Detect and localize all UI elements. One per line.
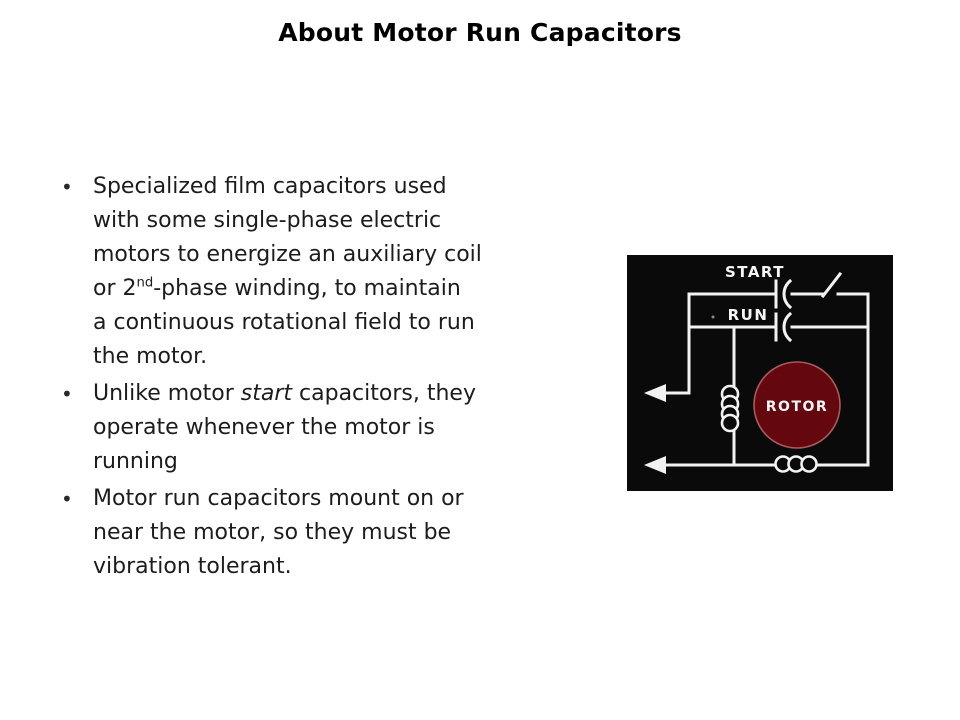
bullet-text-2: Unlike motor start capacitors, they oper… — [93, 377, 476, 479]
bullet-item: • Motor run capacitors mount on or near … — [60, 482, 605, 584]
main-coil-loop — [800, 455, 818, 473]
start-label: START — [725, 263, 785, 281]
bullet-2-italic-word: start — [240, 381, 293, 406]
stray-dot — [711, 315, 715, 319]
aux-coil-loop — [720, 413, 740, 433]
bullet-marker: • — [61, 487, 73, 511]
bullet-3-segment: Motor run capacitors mount on or near th… — [93, 486, 464, 579]
bullet-1-superscript: nd — [136, 275, 154, 291]
circuit-wires — [664, 271, 870, 467]
rotor-label: ROTOR — [766, 399, 828, 415]
bullet-item: • Unlike motor start capacitors, they op… — [60, 377, 605, 479]
slide-title: About Motor Run Capacitors — [278, 18, 682, 47]
bullet-text-1: Specialized film capacitors used with so… — [93, 170, 482, 374]
circuit-svg: START RUN ROTOR — [627, 255, 893, 491]
start-switch-blade — [820, 271, 843, 299]
bullet-item: • Specialized film capacitors used with … — [60, 170, 605, 374]
lower-left-arrowhead-icon — [644, 456, 666, 474]
bullet-2-segment-post: capacitors, they operate whenever the mo… — [93, 381, 476, 474]
bullet-marker: • — [61, 175, 73, 199]
bullet-1-segment-pre: Specialized film capacitors used with so… — [93, 174, 482, 301]
run-label: RUN — [728, 306, 769, 324]
diagram-labels: START RUN ROTOR — [725, 263, 828, 415]
bullet-1-segment-post: -phase winding, to maintain a continuous… — [93, 276, 475, 369]
circuit-diagram: START RUN ROTOR — [627, 255, 893, 491]
bullet-marker: • — [61, 382, 73, 406]
start-capacitor-curved-plate — [782, 278, 793, 310]
bullet-text-3: Motor run capacitors mount on or near th… — [93, 482, 464, 584]
current-arrows — [644, 384, 666, 474]
winding-coils — [720, 384, 818, 473]
bullet-2-segment-pre: Unlike motor — [93, 381, 241, 406]
run-capacitor-curved-plate — [782, 311, 793, 343]
bullet-list: • Specialized film capacitors used with … — [60, 170, 605, 587]
aux-winding-coil — [720, 384, 740, 433]
rotor-circle — [754, 362, 840, 448]
rotor-ring — [753, 361, 841, 449]
upper-left-arrowhead-icon — [644, 384, 666, 402]
diagram-background — [627, 255, 893, 491]
main-winding-coil — [774, 455, 818, 473]
